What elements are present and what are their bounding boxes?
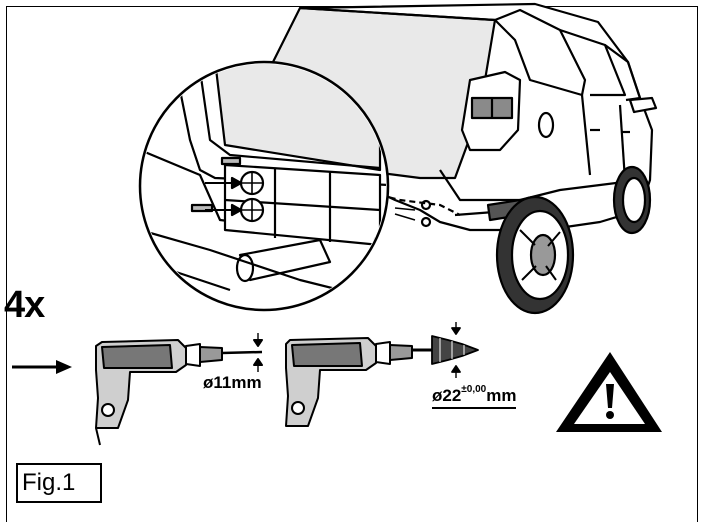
arrow-right-icon: [12, 360, 72, 374]
drill-icon: [95, 333, 263, 446]
diameter-unit: mm: [486, 386, 517, 405]
step-drill-diameter-label: ø22±0,00mm: [432, 384, 517, 409]
detail-magnifier-icon: [138, 60, 390, 312]
warning-triangle-icon: [556, 352, 662, 432]
diameter-value: ø22: [432, 386, 462, 405]
drill-diameter-label: ø11mm: [203, 373, 262, 392]
diameter-tolerance: ±0,00: [461, 384, 487, 396]
step-drill-bit-icon: [412, 322, 479, 378]
drill-icon: [285, 337, 413, 427]
quantity-label: 4x: [4, 284, 45, 326]
figure-label: Fig.1: [16, 463, 102, 503]
